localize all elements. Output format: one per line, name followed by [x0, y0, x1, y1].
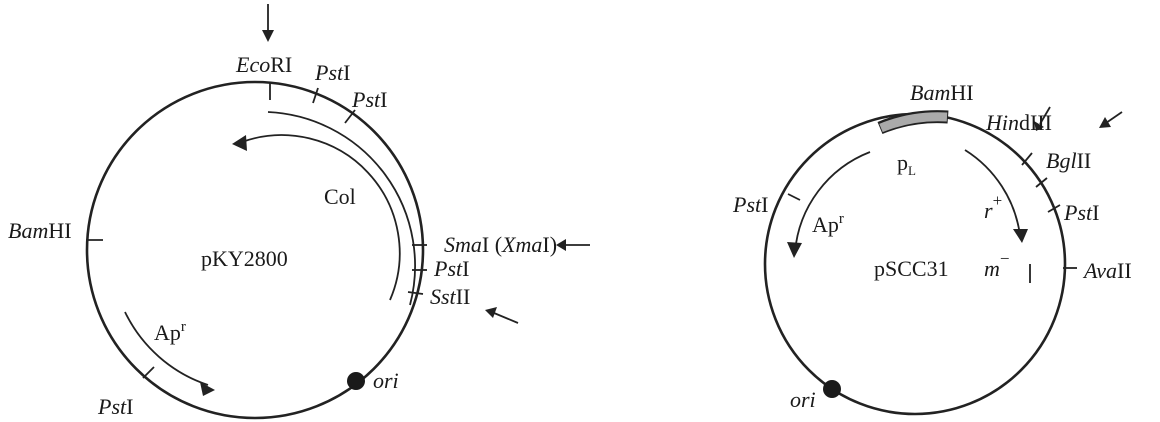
- bamhi-label: BamHI: [8, 218, 72, 243]
- col-outer-arc: [267, 111, 416, 306]
- plasmid-name: pSCC31: [874, 256, 949, 281]
- r-gene-arc: [964, 149, 1021, 236]
- psti-d-label: PstI: [97, 394, 133, 419]
- ori-dot: [347, 372, 365, 390]
- hindiii-label: HindIII: [985, 110, 1052, 135]
- r-plus-label: r+: [984, 191, 1002, 223]
- psti-c-label: PstI: [433, 256, 469, 281]
- col-gene-label: Col: [324, 184, 356, 209]
- ecori-label: EcoRI: [235, 52, 292, 77]
- psti-right-label: PstI: [1063, 200, 1099, 225]
- psti-b-label: PstI: [351, 87, 387, 112]
- psti-right-tick: [1047, 204, 1061, 213]
- apr-gene-arc: [794, 151, 871, 253]
- ori-label: ori: [373, 368, 399, 393]
- psti-d-tick: [142, 366, 155, 379]
- psti-a-tick: [312, 87, 319, 104]
- hindiii-tick: [1021, 152, 1033, 166]
- sstii-tick: [407, 291, 424, 295]
- pl-promoter-label: pL: [897, 150, 916, 178]
- smai-pointer-head: [556, 239, 566, 251]
- psti-left-tick: [787, 193, 801, 201]
- hindiii-pointer-a-head: [1034, 121, 1044, 131]
- bglii-tick: [1035, 177, 1048, 188]
- plasmid-map-pky2800: EcoRI PstI PstI BamHI SmaI (XmaI) PstI S…: [8, 4, 590, 420]
- psti-a-label: PstI: [314, 60, 350, 85]
- psti-left-label: PstI: [732, 192, 768, 217]
- plasmid-ring: [85, 80, 425, 420]
- bamhi-label: BamHI: [910, 80, 974, 105]
- hindiii-pointer-b-line: [1105, 111, 1123, 124]
- apr-gene-label: Apr: [154, 319, 186, 345]
- hindiii-pointer-b-head: [1099, 117, 1111, 128]
- sstii-label: SstII: [430, 284, 470, 309]
- apr-arrowhead: [787, 242, 802, 258]
- r-arrowhead: [1013, 229, 1028, 243]
- plasmid-name: pKY2800: [201, 246, 288, 271]
- apr-arrowhead: [200, 382, 215, 396]
- ori-label: ori: [790, 387, 816, 412]
- ecori-pointer-head: [262, 30, 274, 42]
- sstii-pointer-line: [493, 312, 519, 324]
- apr-gene-label: Apr: [812, 211, 844, 237]
- pl-promoter-box: [879, 112, 948, 133]
- smai-label: SmaI (XmaI): [444, 232, 557, 257]
- avaii-label: AvaII: [1082, 258, 1132, 283]
- m-minus-label: m−: [984, 249, 1009, 281]
- apr-gene-arc: [124, 311, 209, 386]
- plasmid-map-pscc31: BamHI HindIII BglII PstI AvaII PstI pL A…: [732, 80, 1132, 416]
- ori-dot: [823, 380, 841, 398]
- col-gene-arc: [241, 134, 401, 301]
- bglii-label: BglII: [1046, 148, 1091, 173]
- hindiii-pointer-a-line: [1039, 106, 1051, 125]
- sstii-pointer-head: [485, 307, 497, 318]
- col-arrowhead: [232, 135, 247, 151]
- psti-b-tick: [344, 109, 356, 124]
